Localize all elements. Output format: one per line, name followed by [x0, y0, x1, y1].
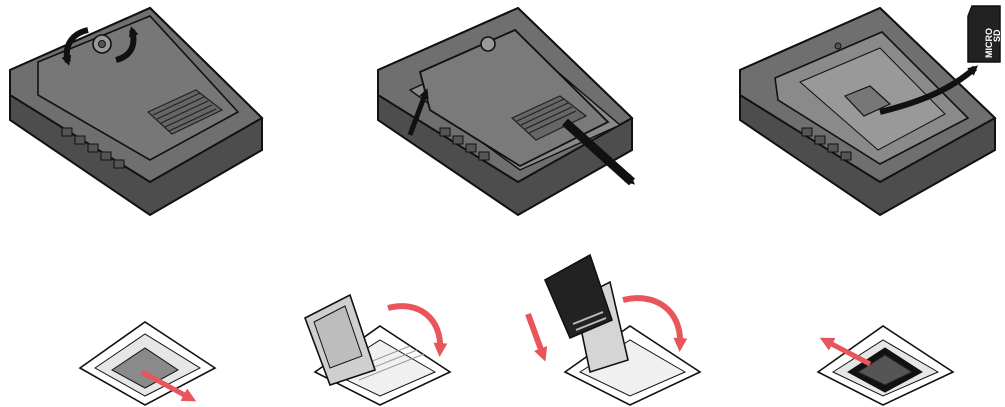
microsd-label-line2: SD [992, 29, 1002, 42]
red-slide-arrow-icon [528, 314, 543, 355]
slot-step-2-open-hinge [305, 295, 450, 405]
device-back-open [740, 8, 995, 215]
step-1-unscrew-cover [10, 8, 262, 215]
step-3-open-compartment: MICRO SD [740, 6, 1002, 215]
slot-step-4-lock [818, 326, 953, 405]
microsd-card-icon: MICRO SD [968, 6, 1002, 62]
slot-step-3-insert-card [528, 255, 700, 405]
step-2-remove-cover [378, 8, 632, 215]
screw [481, 37, 495, 51]
slot-step-1-unlock [80, 322, 215, 405]
screw [93, 35, 111, 53]
